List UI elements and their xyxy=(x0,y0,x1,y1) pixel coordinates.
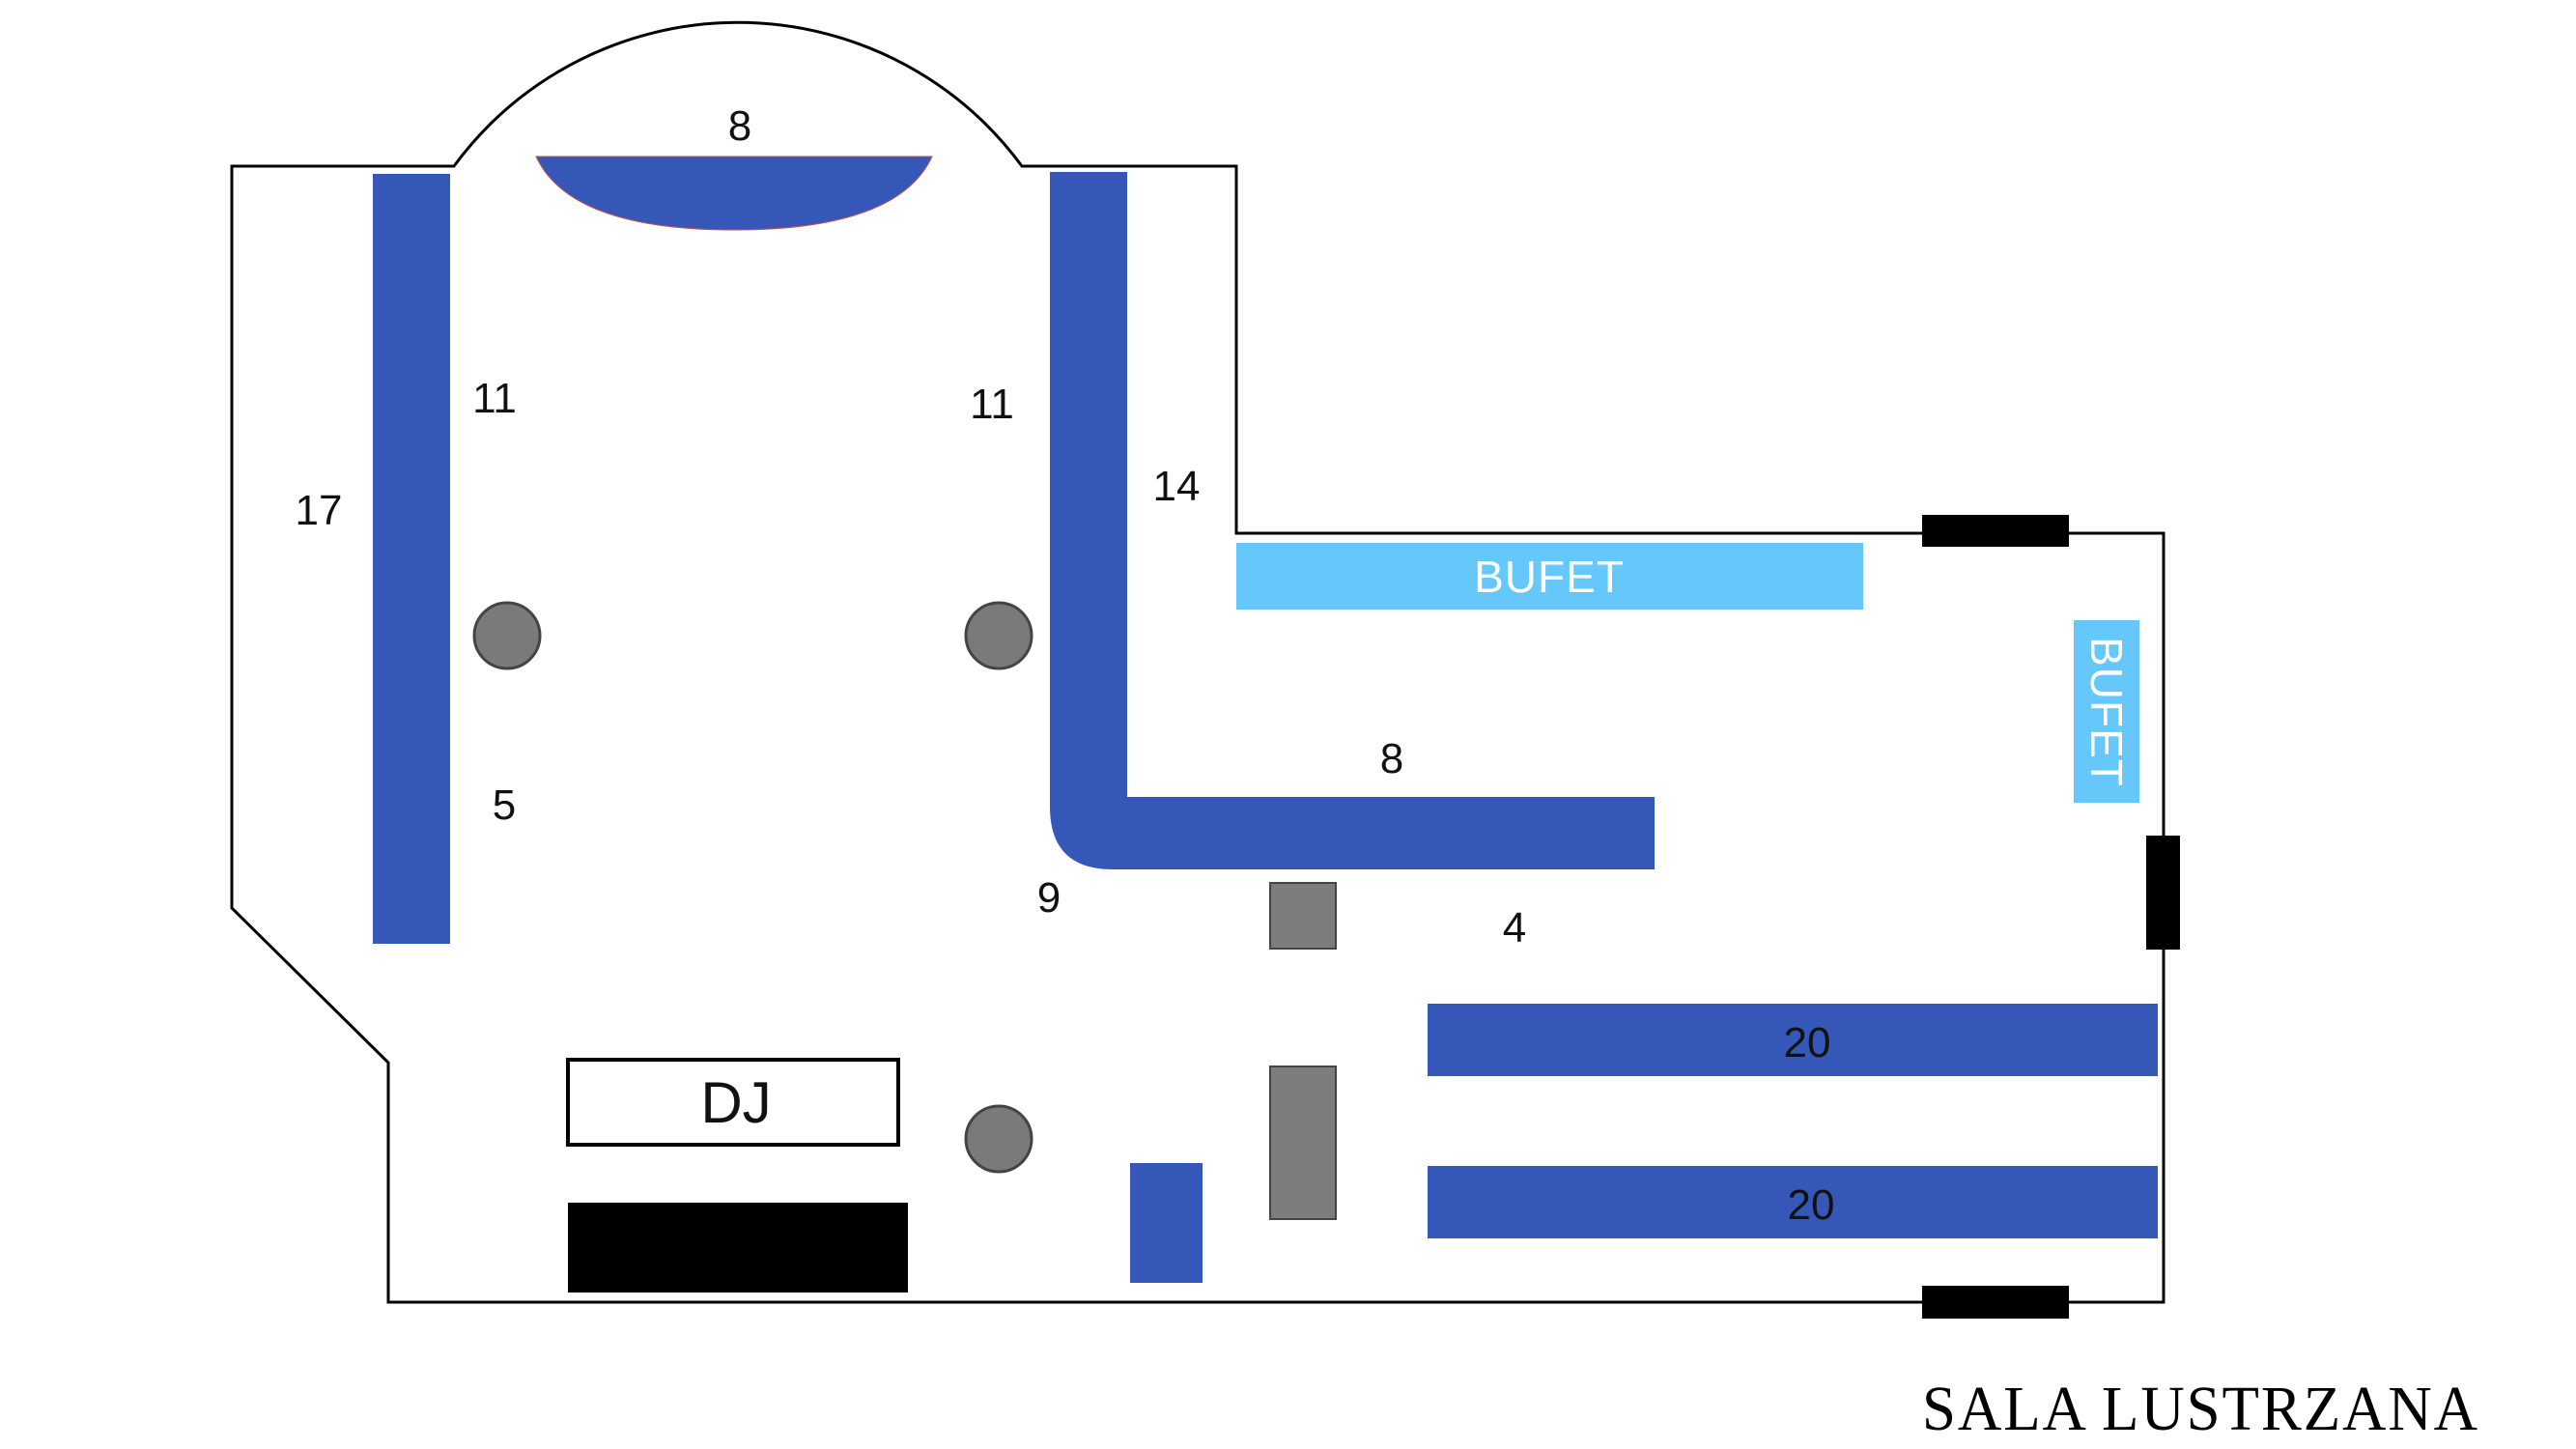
pillar-middle xyxy=(964,601,1033,670)
table-right-top[interactable] xyxy=(1428,1004,2158,1076)
table-right-bottom[interactable] xyxy=(1428,1166,2158,1238)
stage-block xyxy=(568,1203,908,1293)
door-top-right[interactable] xyxy=(1922,515,2069,547)
door-right[interactable] xyxy=(2146,836,2180,950)
seats-small: 4 xyxy=(1503,904,1526,952)
dj-booth[interactable] xyxy=(566,1058,900,1147)
room-title: SALA LUSTRZANA xyxy=(1922,1374,2479,1444)
bufet-horizontal[interactable] xyxy=(1236,543,1863,610)
table-small-bottom[interactable] xyxy=(1130,1163,1203,1283)
seats-right-top: 20 xyxy=(1784,1019,1831,1066)
bufet-vertical-label: BUFET xyxy=(2081,637,2132,787)
door-bottom-right[interactable] xyxy=(1922,1286,2069,1319)
table-l-shape[interactable] xyxy=(1050,172,1655,869)
stand-small xyxy=(1269,882,1337,950)
pillar-left xyxy=(472,601,542,670)
seats-middle-horizontal: 8 xyxy=(1380,735,1403,782)
pillar-bottom xyxy=(964,1104,1033,1174)
dj-label: DJ xyxy=(700,1070,771,1135)
stand-tall xyxy=(1269,1065,1337,1220)
bufet-horizontal-label: BUFET xyxy=(1474,552,1625,602)
table-arc-top[interactable] xyxy=(535,156,933,231)
seats-left-inner-top: 11 xyxy=(472,375,517,422)
table-left-long[interactable] xyxy=(373,174,450,944)
room-outline xyxy=(230,20,2166,1304)
seats-arc-top: 8 xyxy=(728,102,751,150)
seats-corner: 9 xyxy=(1037,874,1061,922)
seats-left-inner-bottom: 5 xyxy=(493,781,516,829)
seats-right-bottom: 20 xyxy=(1788,1181,1835,1229)
seats-middle-left: 11 xyxy=(970,381,1014,428)
bufet-vertical[interactable] xyxy=(2074,620,2139,803)
seats-left-outer: 17 xyxy=(296,487,343,534)
seats-middle-right: 14 xyxy=(1153,463,1201,510)
